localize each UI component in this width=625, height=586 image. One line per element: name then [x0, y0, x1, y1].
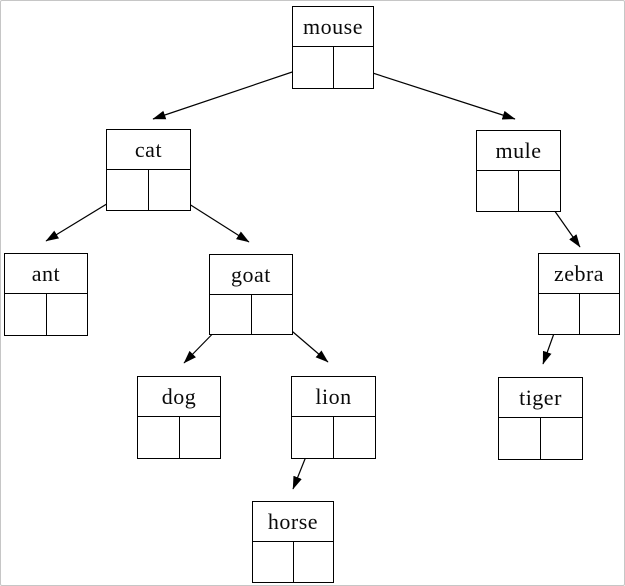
left-pointer-cell [253, 542, 293, 582]
left-pointer-cell [293, 47, 333, 88]
node-mule: mule [476, 130, 561, 212]
node-label: mouse [293, 7, 373, 47]
node-horse: horse [252, 501, 334, 583]
node-label: mule [477, 131, 560, 171]
node-lion: lion [291, 376, 376, 459]
right-pointer-cell [148, 170, 190, 210]
right-pointer-cell [518, 171, 560, 211]
node-cat: cat [106, 129, 191, 211]
right-pointer-cell [250, 295, 293, 334]
right-pointer-cell [332, 47, 374, 88]
node-label: ant [5, 254, 87, 294]
pointer-cells [210, 295, 292, 334]
pointer-cells [539, 294, 619, 334]
left-pointer-cell [107, 170, 148, 210]
right-pointer-cell [45, 294, 88, 335]
node-goat: goat [209, 254, 293, 335]
left-pointer-cell [5, 294, 46, 335]
right-pointer-cell [292, 542, 334, 582]
left-pointer-cell [138, 417, 179, 458]
node-mouse: mouse [292, 6, 374, 89]
pointer-cells [138, 417, 220, 458]
node-label: tiger [499, 378, 582, 418]
node-label: lion [292, 377, 375, 417]
node-label: dog [138, 377, 220, 417]
right-pointer-cell [178, 417, 221, 458]
edge-mouse-left-to-cat [152, 64, 314, 120]
right-pointer-cell [333, 417, 375, 458]
node-tiger: tiger [498, 377, 583, 460]
node-label: goat [210, 255, 292, 295]
left-pointer-cell [499, 418, 540, 459]
pointer-cells [499, 418, 582, 459]
left-pointer-cell [477, 171, 518, 211]
pointer-cells [107, 170, 190, 210]
node-ant: ant [4, 253, 88, 336]
pointer-cells [293, 47, 373, 88]
left-pointer-cell [210, 295, 251, 334]
pointer-cells [292, 417, 375, 458]
pointer-cells [5, 294, 87, 335]
edge-mouse-right-to-mule [353, 66, 516, 120]
right-pointer-cell [540, 418, 582, 459]
left-pointer-cell [539, 294, 579, 334]
pointer-cells [253, 542, 333, 582]
node-zebra: zebra [538, 253, 620, 335]
node-label: horse [253, 502, 333, 542]
left-pointer-cell [292, 417, 333, 458]
node-label: cat [107, 130, 190, 170]
pointer-cells [477, 171, 560, 211]
node-label: zebra [539, 254, 619, 294]
right-pointer-cell [578, 294, 620, 334]
node-dog: dog [137, 376, 221, 459]
